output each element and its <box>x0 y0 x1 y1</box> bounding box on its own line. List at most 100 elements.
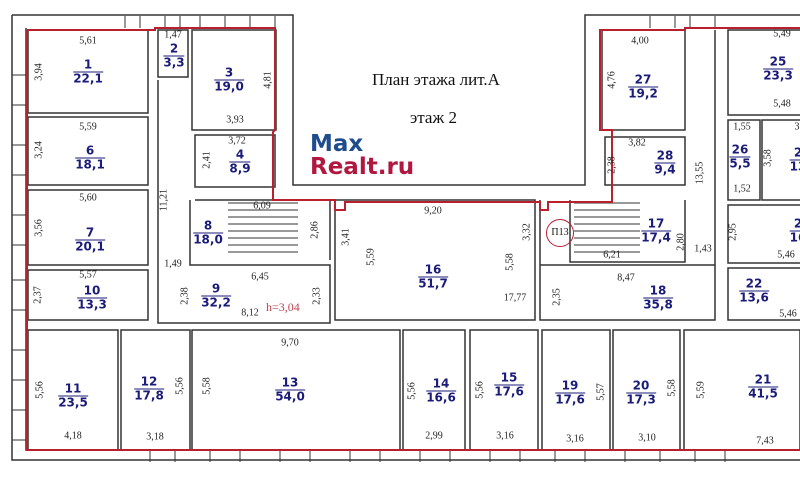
dimension: 5,56 <box>34 381 46 399</box>
room-number: 27 <box>628 73 658 88</box>
dimension: 6,21 <box>603 249 621 261</box>
dimension: 17,77 <box>503 292 527 304</box>
room-area: 17,6 <box>555 392 585 407</box>
dimension: 5,61 <box>79 35 97 47</box>
room-area: 16,6 <box>426 390 456 405</box>
dimension: 2,35 <box>551 288 563 306</box>
dimension: 8,47 <box>617 272 635 284</box>
dimension: 3,18 <box>146 431 164 443</box>
room-area: 23,3 <box>763 68 793 83</box>
room-area: 16 <box>789 230 800 245</box>
room-area: 9,4 <box>654 162 676 177</box>
dimension: 9,70 <box>281 337 299 349</box>
dimension: 3 <box>794 121 800 133</box>
dimension: 5,46 <box>777 249 795 261</box>
dimension: 2,86 <box>309 221 321 239</box>
dimension: 2,37 <box>32 286 44 304</box>
watermark-line2: Realt.ru <box>310 154 415 180</box>
dimension: 1,55 <box>733 121 751 133</box>
room-24[interactable]: 213 <box>789 146 800 174</box>
room-number: 1 <box>73 58 103 73</box>
room-area: 17,3 <box>626 392 656 407</box>
room-23[interactable]: 216 <box>789 217 800 245</box>
room-area: 5,5 <box>729 156 751 171</box>
room-area: 20,1 <box>75 239 105 254</box>
dimension: 5,58 <box>666 379 678 397</box>
room-area: 13,6 <box>739 290 769 305</box>
dimension: 2,38 <box>606 156 618 174</box>
dimension: 3,32 <box>521 223 533 241</box>
room-area: 13 <box>789 159 800 174</box>
dimension: 5,60 <box>79 192 97 204</box>
room-number: 6 <box>75 144 105 159</box>
room-number: 16 <box>418 263 448 278</box>
dimension: 6,09 <box>253 200 271 212</box>
dimension: 1,43 <box>694 243 712 255</box>
dimension: 1,52 <box>733 183 751 195</box>
room-area: 19,0 <box>214 79 244 94</box>
room-number: 11 <box>58 382 88 397</box>
dimension: 1,49 <box>164 258 182 270</box>
room-number: 9 <box>201 282 231 297</box>
room-number: 19 <box>555 379 585 394</box>
dimension: 4,18 <box>64 430 82 442</box>
room-number: 18 <box>643 284 673 299</box>
room-number: 17 <box>641 217 671 232</box>
dimension: 5,56 <box>406 382 418 400</box>
dimension: 5,49 <box>773 28 791 40</box>
room-area: 54,0 <box>275 389 305 404</box>
room-number: 3 <box>214 66 244 81</box>
room-area: 35,8 <box>643 297 673 312</box>
room-number: 8 <box>193 219 223 234</box>
dimension: 7,43 <box>756 435 774 447</box>
dimension: 8,12 <box>241 307 259 319</box>
watermark-line1: Max <box>310 131 364 157</box>
room-number: 28 <box>654 149 676 164</box>
dimension: 4,00 <box>631 35 649 47</box>
dimension: 3,41 <box>340 228 352 246</box>
room-area: 22,1 <box>73 71 103 86</box>
dimension: 3,24 <box>33 141 45 159</box>
room-area: 18,0 <box>193 232 223 247</box>
dimension: 9,20 <box>424 205 442 217</box>
dimension: 2,80 <box>675 233 687 251</box>
dimension: 4,81 <box>262 71 274 89</box>
room-number: 2 <box>163 42 185 57</box>
room-area: 3,3 <box>163 55 185 70</box>
dimension: 3,94 <box>33 63 45 81</box>
room-number: 21 <box>748 373 778 388</box>
dimension: 5,58 <box>201 377 213 395</box>
room-area: 17,8 <box>134 388 164 403</box>
room-number: 12 <box>134 375 164 390</box>
room-number: 25 <box>763 55 793 70</box>
room-area: 51,7 <box>418 276 448 291</box>
dimension: 3,56 <box>33 219 45 237</box>
